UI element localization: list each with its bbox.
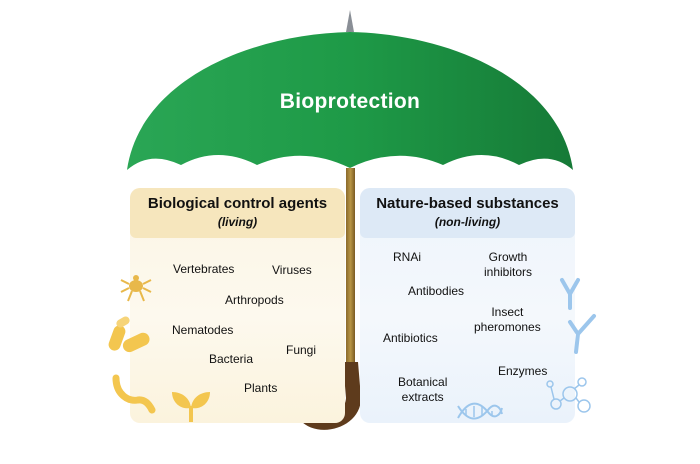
item-insect-pheromones: Insect pheromones — [474, 305, 541, 334]
item-nematodes: Nematodes — [172, 323, 234, 337]
non-living-panel-header: Nature-based substances (non-living) — [360, 188, 575, 238]
umbrella-shaft — [346, 168, 355, 368]
umbrella-canopy — [127, 32, 573, 170]
mite-icon — [120, 275, 152, 302]
molecule-icon — [546, 377, 591, 413]
dna-icon — [457, 402, 503, 420]
item-enzymes: Enzymes — [498, 364, 548, 378]
living-panel-title: Biological control agents — [147, 195, 328, 212]
umbrella-title: Bioprotection — [279, 90, 421, 113]
item-vertebrates: Vertebrates — [173, 262, 235, 276]
item-botanical-extracts: Botanical extracts — [398, 375, 448, 404]
antibody-icon — [560, 278, 596, 354]
non-living-panel-subtitle: (non-living) — [434, 215, 501, 229]
seedling-icon — [172, 392, 210, 422]
non-living-panel-title: Nature-based substances — [376, 195, 559, 212]
bacteria-icon — [108, 316, 150, 353]
item-antibodies: Antibodies — [408, 284, 465, 298]
item-growth-inhibitors: Growth inhibitors — [484, 250, 533, 279]
item-bacteria: Bacteria — [209, 352, 254, 366]
item-fungi: Fungi — [286, 343, 317, 357]
item-rnai: RNAi — [393, 250, 422, 264]
umbrella-tip — [346, 10, 354, 32]
worm-icon — [112, 374, 156, 414]
item-plants: Plants — [244, 381, 278, 395]
item-antibiotics: Antibiotics — [383, 331, 438, 345]
living-panel-header: Biological control agents (living) — [130, 188, 345, 238]
item-arthropods: Arthropods — [225, 293, 284, 307]
item-viruses: Viruses — [272, 263, 312, 277]
living-panel-subtitle: (living) — [217, 215, 258, 229]
